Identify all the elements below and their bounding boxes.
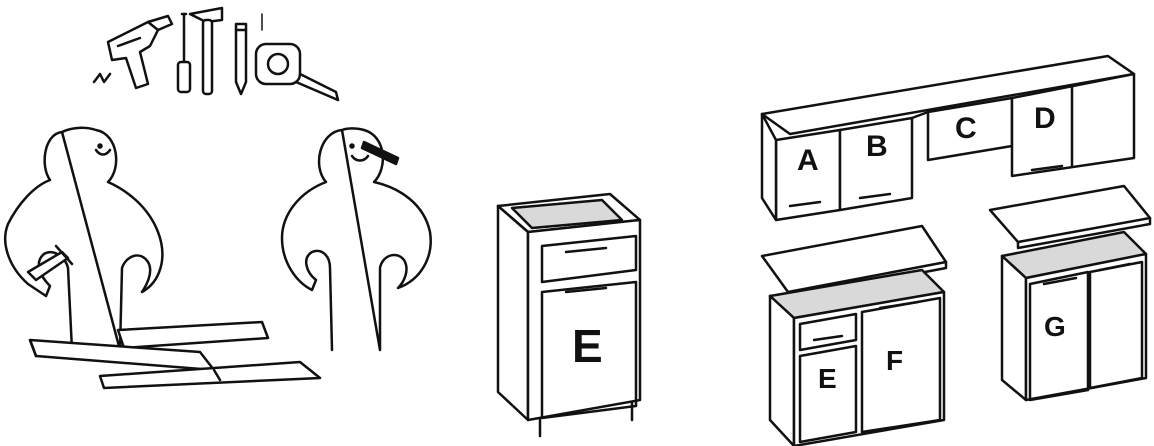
- upper-cabinet-b: [838, 116, 914, 212]
- base-cabinets-e-f: [760, 224, 948, 446]
- label-upper-c: C: [955, 112, 977, 145]
- drill-icon: [92, 14, 174, 90]
- base-cabinet-e-door: [798, 344, 858, 444]
- label-upper-b: B: [866, 130, 888, 163]
- screwdriver-icon: [176, 12, 192, 94]
- tape-measure-icon: [254, 42, 340, 102]
- label-base-e: E: [818, 363, 837, 394]
- right-assembler-figure: [280, 127, 432, 352]
- hammer-icon: [188, 6, 224, 96]
- upper-cabinet-row: [760, 54, 1136, 222]
- large-base-cabinet-e: [496, 192, 642, 438]
- pencil-icon: [234, 22, 248, 96]
- label-large-e: E: [572, 320, 603, 372]
- base-cabinet-g: [988, 184, 1152, 402]
- label-upper-a: A: [797, 144, 819, 177]
- label-base-g: G: [1044, 311, 1066, 342]
- loose-panels: [28, 320, 322, 390]
- label-upper-d: D: [1034, 102, 1056, 135]
- left-assembler-figure: [3, 126, 164, 352]
- label-base-f: F: [886, 345, 903, 376]
